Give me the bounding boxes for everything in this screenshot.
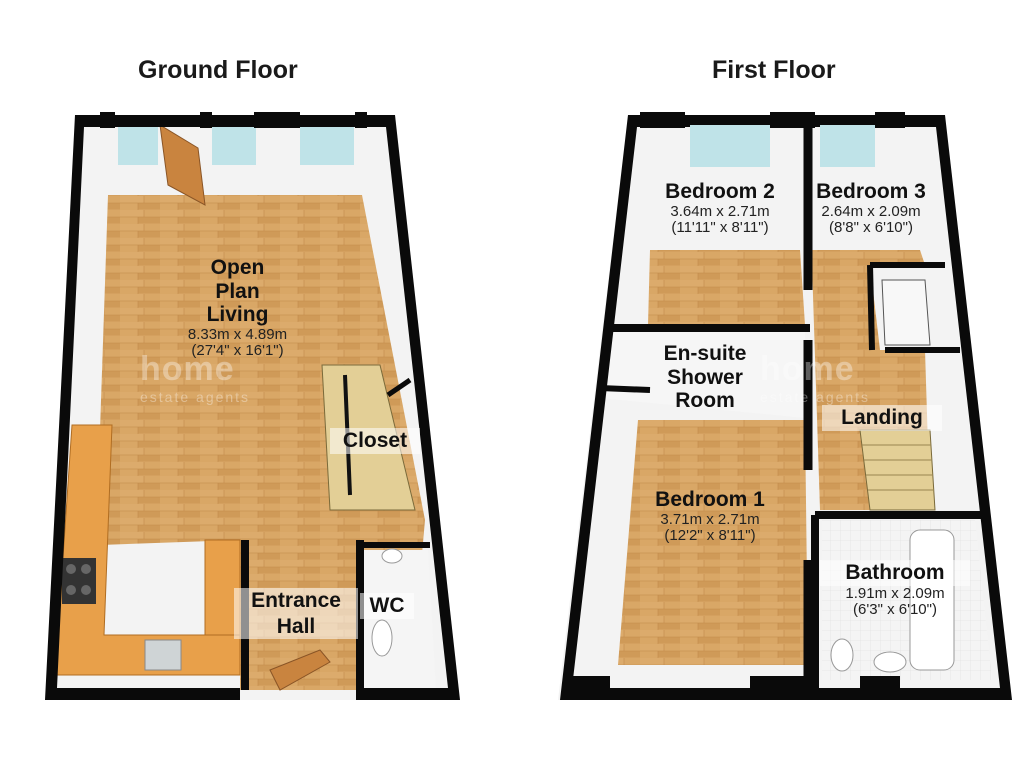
ensuite-floor — [600, 330, 805, 418]
room-name-line: Room — [675, 389, 735, 413]
room-dims-metric: 8.33m x 4.89m — [187, 325, 288, 343]
basin — [873, 651, 907, 673]
room-name-line: Entrance — [234, 588, 358, 614]
room-name-line: Bathroom — [820, 560, 970, 586]
room-open-plan-living: Open Plan Living 8.33m x 4.89m (27'4" x … — [165, 256, 310, 360]
ground-floor-plan — [45, 112, 460, 700]
room-closet: Closet — [330, 428, 420, 454]
watermark-brand: home — [140, 350, 235, 388]
first-floor-title: First Floor — [712, 56, 836, 84]
room-name-line: WC — [360, 593, 414, 619]
window — [300, 125, 354, 165]
window — [212, 125, 256, 165]
room-bedroom-3: Bedroom 3 2.64m x 2.09m (8'8" x 6'10") — [796, 180, 946, 237]
bedroom-1-floor — [618, 420, 808, 665]
window — [118, 125, 158, 165]
room-dims-imperial: (8'8" x 6'10") — [829, 219, 913, 237]
landing-stairs — [859, 429, 936, 511]
room-dims-imperial: (6'3" x 6'10") — [853, 601, 937, 619]
room-dims-metric: 1.91m x 2.09m — [845, 584, 945, 602]
room-name-line: Closet — [330, 428, 420, 454]
room-name-line: Plan — [215, 279, 260, 303]
room-ensuite: En-suite Shower Room — [640, 342, 770, 413]
watermark-ground: home estate agents — [140, 350, 250, 405]
front-door — [269, 649, 331, 691]
wc-floor — [364, 550, 436, 690]
watermark-tagline: estate agents — [140, 389, 251, 405]
ground-floor-title: Ground Floor — [138, 56, 298, 84]
room-bedroom-2: Bedroom 2 3.64m x 2.71m (11'11" x 8'11") — [645, 180, 795, 237]
room-name-line: En-suite — [663, 342, 747, 365]
room-name-line: Landing — [822, 405, 942, 431]
room-name-line: Bedroom 2 — [665, 180, 775, 203]
room-name-line: Hall — [234, 613, 358, 640]
room-bathroom: Bathroom 1.91m x 2.09m (6'3" x 6'10") — [820, 560, 970, 619]
toilet — [371, 619, 393, 657]
room-wc: WC — [360, 593, 414, 619]
bedroom-2-floor — [648, 250, 805, 325]
living-floor — [100, 195, 425, 690]
room-dims-imperial: (11'11" x 8'11") — [671, 219, 769, 237]
room-name-line: Open — [210, 256, 265, 279]
watermark-brand: home — [760, 350, 855, 388]
landing-cupboard — [881, 279, 931, 346]
kitchen-sink — [144, 639, 182, 671]
bedroom-3-floor — [812, 250, 925, 265]
first-floor-plan — [558, 112, 1012, 700]
watermark-tagline: estate agents — [760, 389, 871, 405]
room-dims-metric: 3.71m x 2.71m — [660, 510, 760, 528]
room-bedroom-1: Bedroom 1 3.71m x 2.71m (12'2" x 8'11") — [630, 488, 790, 545]
room-name-line: Shower — [667, 365, 743, 389]
room-dims-metric: 2.64m x 2.09m — [821, 202, 921, 220]
bathroom-toilet — [830, 638, 854, 672]
hob — [62, 558, 96, 604]
back-door — [159, 124, 206, 206]
room-name-line: Bedroom 1 — [655, 488, 765, 511]
watermark-first: home estate agents — [760, 350, 870, 405]
room-landing: Landing — [822, 405, 942, 431]
room-name-line: Bedroom 3 — [816, 180, 926, 203]
room-dims-imperial: (27'4" x 16'1") — [191, 342, 284, 360]
room-dims-metric: 3.64m x 2.71m — [670, 202, 770, 220]
room-entrance-hall: Entrance Hall — [234, 588, 358, 640]
room-name-line: Living — [206, 303, 269, 327]
room-dims-imperial: (12'2" x 8'11") — [664, 527, 756, 545]
